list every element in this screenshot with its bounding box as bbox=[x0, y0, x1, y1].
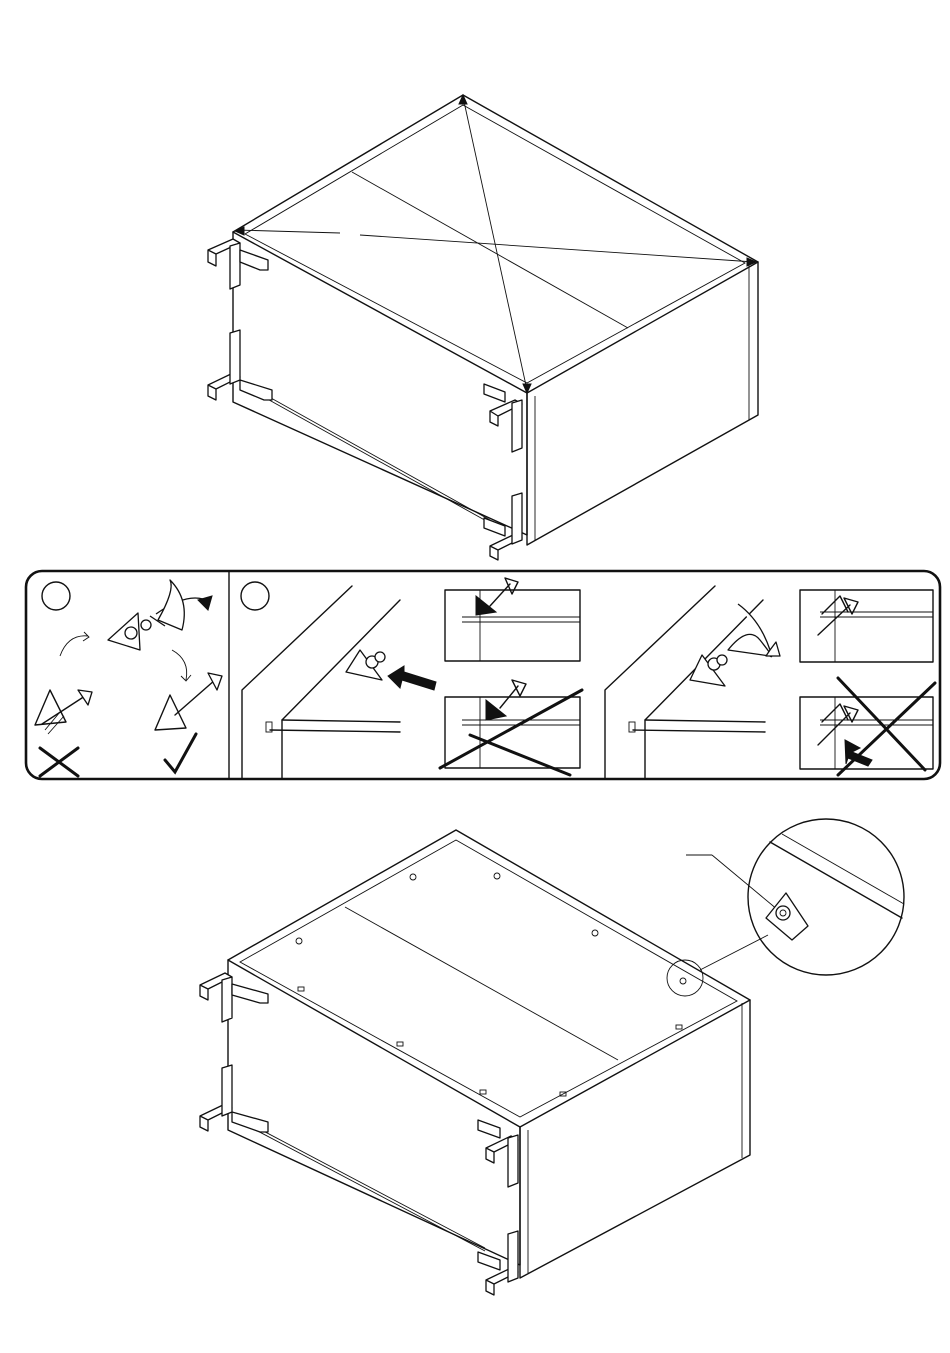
cabinet-body bbox=[228, 830, 750, 1278]
bracket-markers bbox=[296, 873, 686, 1096]
corner-bracket-detail-callout bbox=[667, 819, 904, 996]
cabinet-legs bbox=[200, 973, 518, 1295]
